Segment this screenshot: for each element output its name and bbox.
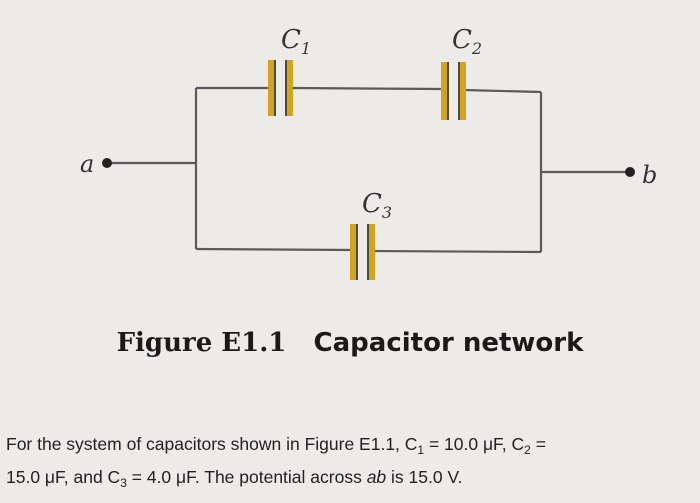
wire-bottom-segment — [195, 247, 353, 252]
figure-label: Figure E1.1 — [116, 328, 287, 358]
label-terminal-b: b — [642, 161, 657, 189]
circuit-wires — [108, 86, 628, 254]
wire-top-segment — [463, 88, 542, 94]
terminal-a-dot — [102, 158, 112, 168]
capacitor-c2 — [441, 62, 466, 120]
problem-text: For the system of capacitors shown in Fi… — [6, 434, 418, 454]
label-c1: C1 — [281, 25, 311, 58]
wire-top-segment — [290, 86, 444, 91]
label-terminal-a: a — [80, 150, 94, 178]
problem-text: is 15.0 V. — [386, 467, 463, 487]
figure-title: Capacitor network — [313, 328, 584, 358]
problem-statement: For the system of capacitors shown in Fi… — [6, 428, 696, 494]
subscript: 2 — [524, 443, 531, 457]
label-c2: C2 — [452, 25, 482, 58]
problem-text: = — [530, 434, 546, 454]
problem-text: = 4.0 μF. The potential across — [126, 467, 367, 487]
capacitor-network-diagram: C1 C2 C3 a b — [80, 25, 657, 280]
terminal-b-dot — [625, 167, 635, 177]
problem-text-ab: ab — [366, 467, 387, 487]
label-c3: C3 — [362, 189, 392, 222]
subscript: 1 — [417, 443, 425, 457]
figure-caption: Figure E1.1 Capacitor network — [0, 328, 700, 358]
capacitor-c3 — [350, 224, 375, 280]
capacitor-c1 — [268, 60, 293, 116]
wire-bottom-segment — [372, 249, 542, 254]
subscript: 3 — [120, 476, 127, 490]
problem-text: 15.0 μF, and C — [6, 467, 121, 487]
problem-text: = 10.0 μF, C — [424, 434, 525, 454]
